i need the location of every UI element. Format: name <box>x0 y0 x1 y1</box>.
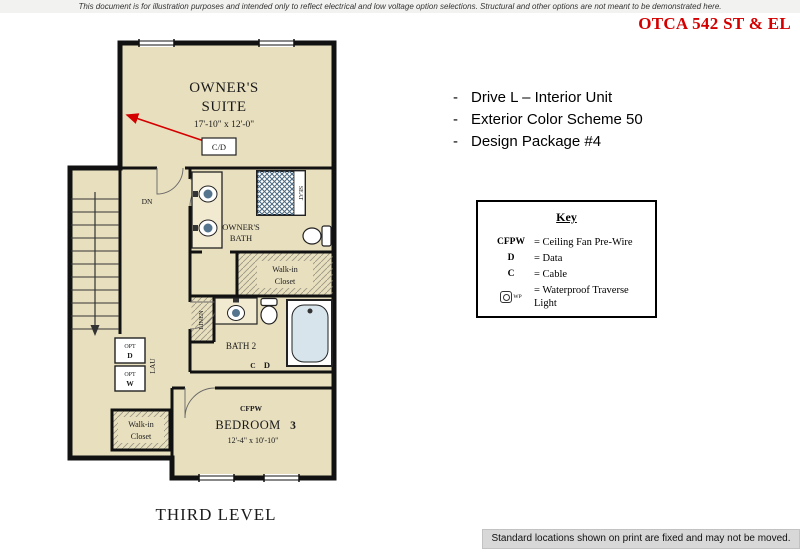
key-entries: CFPW = Ceiling Fan Pre-Wire D = Data C =… <box>488 236 645 310</box>
interior-walls <box>118 166 334 478</box>
option-text: Drive L – Interior Unit <box>471 89 613 106</box>
key-symbol-cable: C <box>507 269 515 279</box>
window <box>198 474 235 482</box>
svg-text:Closet: Closet <box>131 432 152 441</box>
svg-text:Walk-in: Walk-in <box>272 265 298 274</box>
seat-label: SEAT <box>297 186 303 201</box>
wp-label: WP <box>513 293 522 300</box>
bath2-label: BATH 2 <box>226 341 256 351</box>
option-text: Exterior Color Scheme 50 <box>471 111 643 128</box>
room-dims: 12'-4" x 10'-10" <box>228 436 279 445</box>
bedroom3-label: CFPW BEDROOM 3 12'-4" x 10'-10" <box>215 404 296 445</box>
svg-text:Walk-in: Walk-in <box>128 420 154 429</box>
opt-w-box: OPT W <box>114 365 146 392</box>
waterproof-light-icon <box>500 291 513 303</box>
svg-text:Closet: Closet <box>275 277 296 286</box>
room-name: BEDROOM <box>215 418 280 432</box>
svg-text:OPT: OPT <box>124 344 136 350</box>
bullet: - <box>453 89 458 106</box>
key-symbol-data: D <box>507 253 515 263</box>
owners-bath-label: OWNER'S BATH <box>222 222 260 243</box>
dn-label: DN <box>142 197 153 206</box>
walkin-closet-upper: Walk-in Closet <box>238 253 333 295</box>
owners-bath-vanity <box>191 171 223 249</box>
laundry-label: LAU <box>148 358 157 374</box>
room-dims: 17'-10" x 12'-0" <box>194 120 254 130</box>
svg-text:OPT: OPT <box>124 372 136 378</box>
key-symbol-cfpw: CFPW <box>497 237 525 247</box>
window <box>138 39 175 47</box>
linen-label: LINEN <box>198 310 205 330</box>
bullet: - <box>453 133 458 150</box>
level-label: THIRD LEVEL <box>155 505 277 524</box>
cable-outlet-label: C <box>250 361 255 370</box>
owners-suite-label: OWNER'S SUITE 17'-10" x 12'-0" <box>189 80 259 130</box>
svg-text:W: W <box>126 379 134 388</box>
key-desc: = Cable <box>534 269 568 280</box>
bullet: - <box>453 111 458 128</box>
key-title: Key <box>556 210 577 224</box>
key-desc: = Data <box>534 253 563 264</box>
footer-note: Standard locations shown on print are fi… <box>482 529 800 549</box>
data-outlet-label: D <box>264 360 270 370</box>
plan-code: OTCA 542 ST & EL <box>638 14 791 33</box>
room-number: 3 <box>290 420 296 432</box>
svg-text:OWNER'S: OWNER'S <box>222 222 260 232</box>
window <box>263 474 300 482</box>
svg-text:BATH: BATH <box>230 233 252 243</box>
key-desc: = Ceiling Fan Pre-Wire <box>534 237 633 248</box>
floor-plan: DN OWNER'S SUITE 17'-10" x 12'-0" C/D SE… <box>67 39 337 482</box>
option-item: - Exterior Color Scheme 50 <box>453 109 643 131</box>
cfpw-label: CFPW <box>240 404 263 413</box>
cd-label: C/D <box>212 142 226 152</box>
room-name: SUITE <box>202 99 247 115</box>
bathtub <box>286 299 333 367</box>
owners-bath-toilet <box>302 225 332 247</box>
room-name: OWNER'S <box>189 80 259 96</box>
opt-d-box: OPT D <box>114 337 146 364</box>
key-symbol-wp: WP <box>488 284 534 310</box>
cd-arrow <box>125 113 208 143</box>
svg-text:D: D <box>127 351 133 360</box>
stairs <box>71 192 119 336</box>
options-list: - Drive L – Interior Unit - Exterior Col… <box>453 87 643 153</box>
walkin-closet-lower: Walk-in Closet <box>110 408 172 452</box>
linen-closet: LINEN <box>191 297 213 341</box>
option-item: - Design Package #4 <box>453 131 643 153</box>
key-box: Key CFPW = Ceiling Fan Pre-Wire D = Data… <box>476 200 657 318</box>
disclaimer-text: This document is for illustration purpos… <box>0 0 800 13</box>
bath2-toilet <box>260 297 278 325</box>
shower: SEAT <box>256 170 306 216</box>
option-text: Design Package #4 <box>471 133 602 150</box>
cd-box: C/D <box>201 137 237 156</box>
window <box>258 39 295 47</box>
bath2-vanity <box>214 297 258 325</box>
key-desc: = Waterproof Traverse Light <box>534 285 629 309</box>
stair-down-arrow <box>90 325 100 336</box>
option-item: - Drive L – Interior Unit <box>453 87 643 109</box>
